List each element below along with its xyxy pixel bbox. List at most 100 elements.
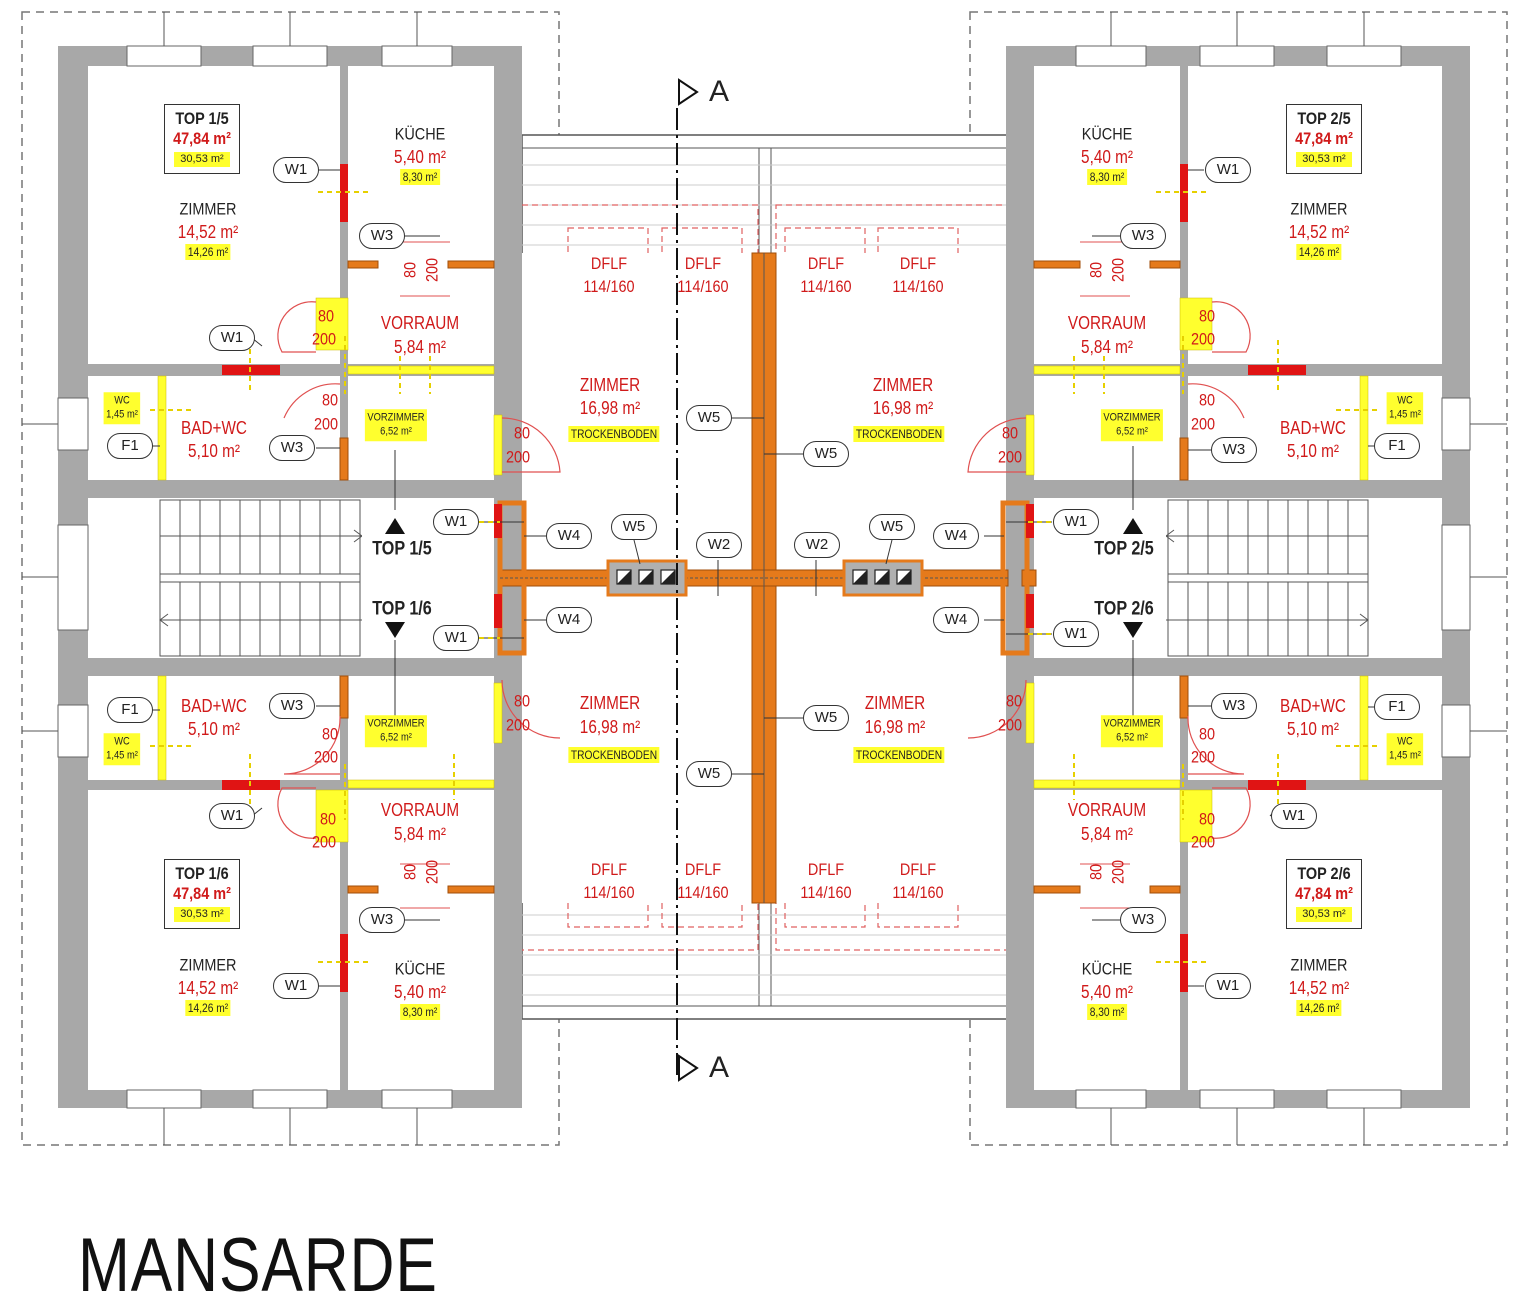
door-width: 80 [317,306,335,326]
roof-window-label: DFLF [590,254,628,274]
wall-tag-w1: W1 [433,625,479,651]
door-swings [277,301,1251,839]
door-height: 200 [1108,859,1128,885]
wall-tag-w5: W5 [611,514,657,540]
room-sub-area-kueche: 8,30 m² [1087,169,1127,185]
room-sub-area-zimmer: 14,26 m² [185,1000,231,1016]
wall-tag-w2: W2 [696,532,742,558]
room-area-vorzimmer: 6,52 m² [380,425,412,437]
room-sub-area-zimmer: 14,26 m² [1296,1000,1342,1016]
section-line [676,78,699,1082]
roof-window-label: DFLF [807,254,845,274]
door-width: 80 [1198,809,1216,829]
room-area-vorraum: 5,84 m² [1081,337,1133,357]
room-area-wc: 1,45 m² [106,408,138,420]
mid-room-name: ZIMMER [579,693,641,713]
room-name-kueche: KÜCHE [1081,124,1133,144]
staircase-right [1165,499,1369,657]
wall-tag-w1: W1 [1053,621,1099,647]
wall-tag-w3: W3 [269,435,315,461]
unit-id: TOP 2/5 [1297,109,1351,128]
mid-room-area: 16,98 m² [864,717,926,737]
room-name-zimmer: ZIMMER [179,955,237,975]
wall-tag-w4: W4 [933,523,979,549]
mid-room-area: 16,98 m² [872,398,934,418]
wall-tag-w1: W1 [1053,509,1099,535]
room-area-kueche: 5,40 m² [394,147,446,167]
unit-id: TOP 1/5 [175,109,229,128]
unit-total-area: 47,84 m² [1295,884,1353,903]
wall-tag-w1: W1 [1271,803,1317,829]
mid-room-note: TROCKENBODEN [568,426,660,442]
room-area-vorraum: 5,84 m² [394,337,446,357]
wall-tag-w5: W5 [803,441,849,467]
unit-summary-top-2-6: TOP 2/6 47,84 m² 30,53 m² [1286,859,1362,929]
wall-tag-w3: W3 [1120,907,1166,933]
section-marker-bottom: A [708,1051,730,1084]
stair-label-top-1-6: TOP 1/6 [372,598,432,620]
room-name-vorzimmer: VORZIMMER [1103,717,1161,730]
room-name-vorraum: VORRAUM [1067,313,1147,333]
room-area-vorzimmer: 6,52 m² [1116,425,1148,437]
wall-tag-w2: W2 [794,532,840,558]
room-area-vorraum: 5,84 m² [394,824,446,844]
door-width: 80 [321,724,339,744]
section-marker-top: A [708,75,730,108]
room-area-wc: 1,45 m² [106,749,138,761]
room-name-kueche: KÜCHE [394,959,446,979]
unit-summary-top-1-5: TOP 1/5 47,84 m² 30,53 m² [164,104,240,174]
unit-summary-top-2-5: TOP 2/5 47,84 m² 30,53 m² [1286,104,1362,174]
unit-sub-area: 30,53 m² [1296,152,1352,167]
room-name-kueche: KÜCHE [1081,959,1133,979]
room-area-bad: 5,10 m² [188,441,240,461]
unit-sub-area: 30,53 m² [174,907,230,922]
door-width: 80 [319,809,337,829]
wall-tag-w5: W5 [686,405,732,431]
wall-tag-w1: W1 [1205,973,1251,999]
door-height: 200 [313,747,339,767]
roof-window-size: 114/160 [800,277,852,296]
wall-tag-w1: W1 [273,157,319,183]
unit-total-area: 47,84 m² [173,884,231,903]
room-area-wc: 1,45 m² [1389,749,1421,761]
room-name-vorzimmer: VORZIMMER [367,717,425,730]
room-name-bad: BAD+WC [1280,696,1346,716]
roof-window-size: 114/160 [892,883,944,902]
mid-room-area: 16,98 m² [579,717,641,737]
room-area-vorzimmer: 6,52 m² [380,731,412,743]
roof-window: DFLF 114/160 [800,253,851,299]
room-area-vorzimmer: 6,52 m² [1116,731,1148,743]
roof-window-label: DFLF [899,254,937,274]
roof-window-size: 114/160 [677,277,729,296]
door-height: 200 [422,257,442,283]
staircase-left [159,499,363,657]
wall-tag-w5: W5 [803,705,849,731]
room-area-zimmer: 14,52 m² [1288,978,1350,998]
room-area-zimmer: 14,52 m² [177,222,239,242]
room-area-zimmer: 14,52 m² [177,978,239,998]
room-name-wc: WC [114,394,130,407]
door-width: 80 [513,691,531,711]
unit-sub-area: 30,53 m² [1296,907,1352,922]
wall-tag-w4: W4 [933,607,979,633]
door-width: 80 [1001,423,1019,443]
yellow-frames [157,297,1369,843]
unit-id: TOP 1/6 [175,864,229,883]
wall-tag-w1: W1 [433,509,479,535]
door-height: 200 [1190,747,1216,767]
door-width: 80 [1198,390,1216,410]
stair-arrows [385,518,1143,638]
room-name-bad: BAD+WC [181,696,247,716]
mid-room-note: TROCKENBODEN [853,747,945,763]
wall-tag-f1: F1 [1374,433,1420,459]
wall-tag-w1: W1 [1205,157,1251,183]
wall-tag-w3: W3 [1211,437,1257,463]
roof-window-size: 114/160 [677,883,729,902]
door-height: 200 [505,447,531,467]
roof-window-label: DFLF [807,860,845,880]
